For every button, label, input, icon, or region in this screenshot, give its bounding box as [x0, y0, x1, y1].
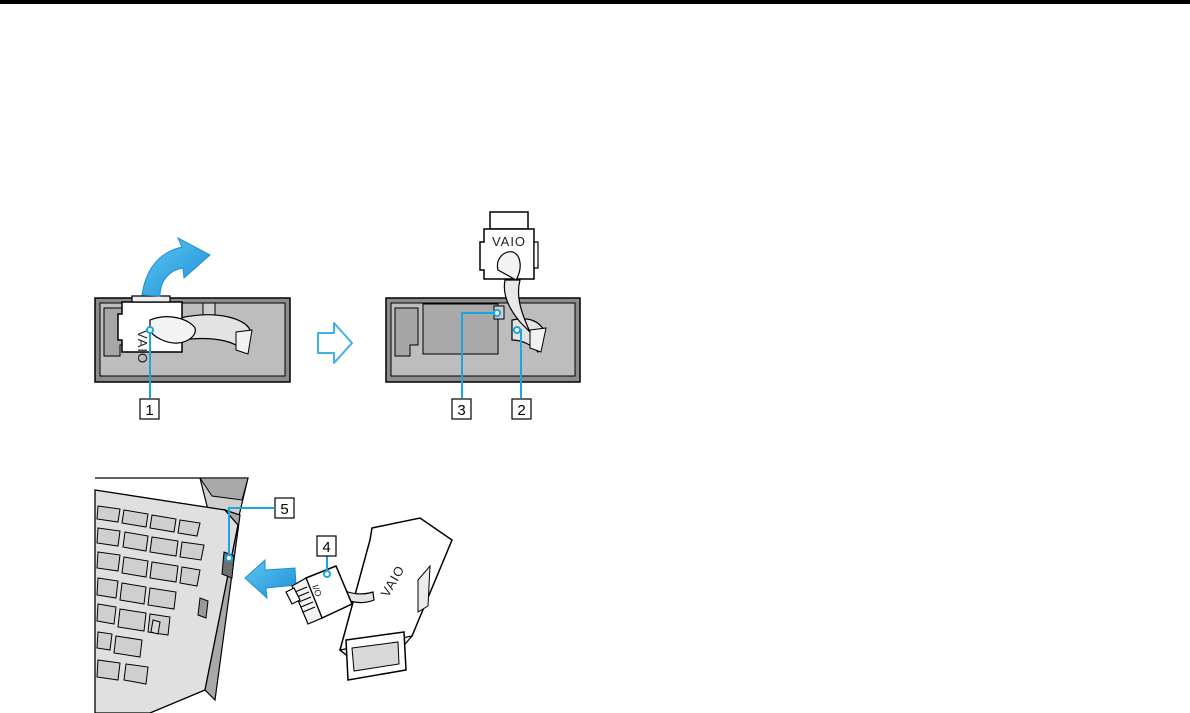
svg-text:3: 3 — [457, 402, 465, 419]
svg-text:5: 5 — [280, 501, 288, 518]
callout-dot-5 — [226, 555, 232, 561]
callout-dot-1 — [147, 327, 153, 333]
callout-5: 5 — [275, 498, 294, 518]
callout-dot-4 — [324, 571, 330, 577]
curved-arrow-icon — [142, 238, 210, 296]
callout-2: 2 — [512, 399, 531, 419]
callout-1: 1 — [140, 399, 159, 419]
callout-dot-2 — [514, 327, 520, 333]
callout-dot-3 — [494, 310, 500, 316]
callout-3: 3 — [452, 399, 471, 419]
outline-right-arrow-icon — [318, 323, 352, 363]
holder-open — [386, 298, 580, 382]
svg-text:1: 1 — [145, 402, 153, 419]
callout-4: 4 — [317, 536, 336, 556]
svg-text:4: 4 — [322, 539, 330, 556]
vaio-logo-vertical: VAIO — [135, 330, 150, 364]
vaio-logo: VAIO — [492, 234, 526, 249]
laptop — [95, 478, 248, 713]
svg-text:2: 2 — [517, 402, 525, 419]
